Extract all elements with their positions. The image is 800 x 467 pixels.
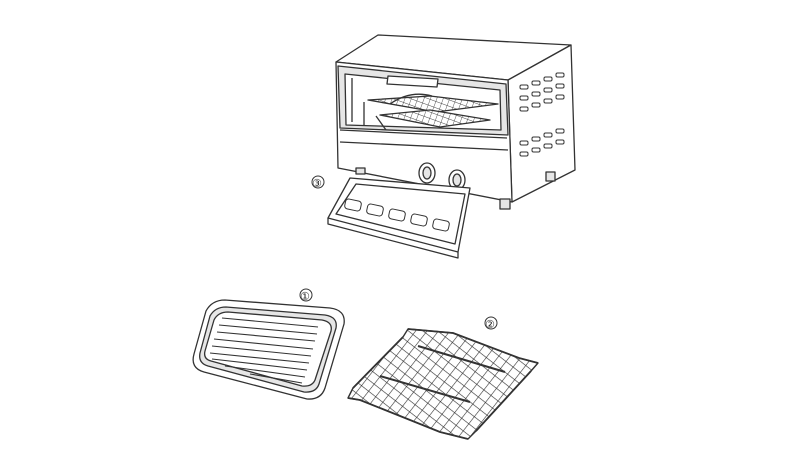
baking-tray-icon <box>192 299 345 400</box>
wire-rack-icon <box>347 328 539 440</box>
callout-2-circle <box>484 316 498 330</box>
crumb-tray-icon <box>327 177 471 259</box>
callout-crumb-tray: ③ <box>312 177 322 190</box>
callout-tray: ① <box>300 290 310 303</box>
toaster-oven-icon <box>335 34 576 210</box>
callout-rack: ② <box>485 318 495 331</box>
callout-3-circle <box>311 175 325 189</box>
callout-1-circle <box>299 288 313 302</box>
